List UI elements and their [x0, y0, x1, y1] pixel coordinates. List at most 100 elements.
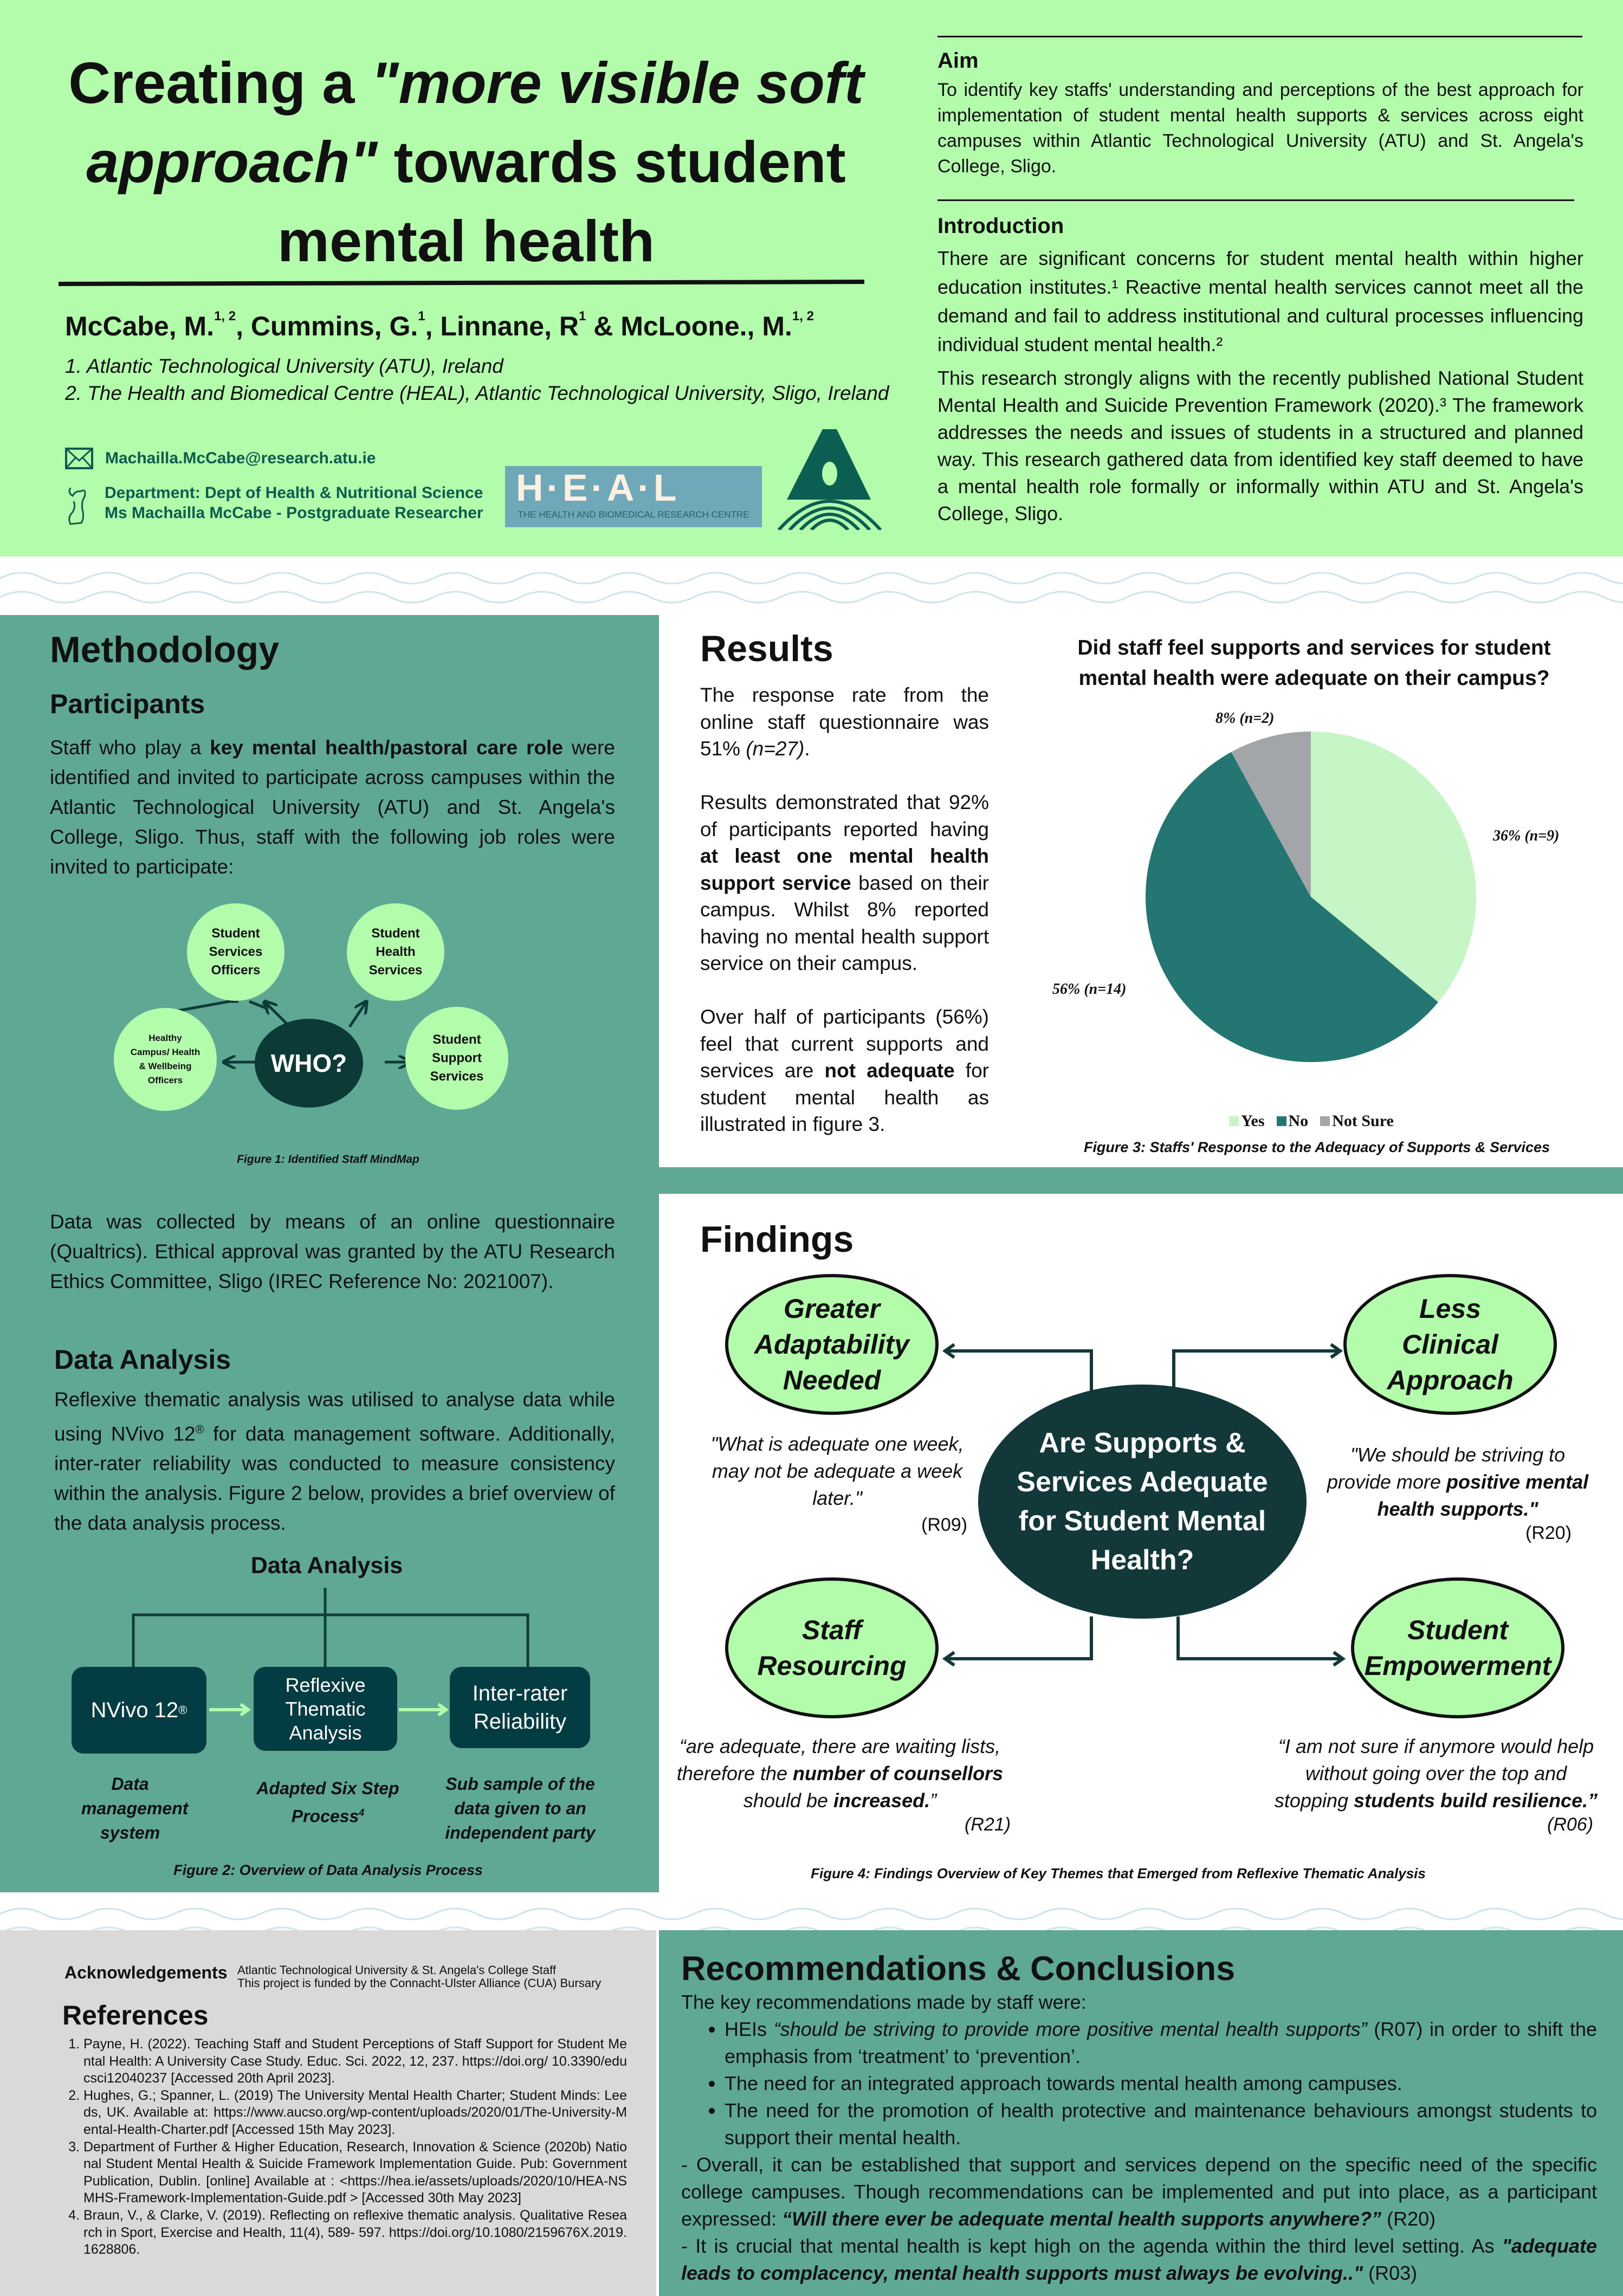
- aim-heading: Aim: [937, 49, 979, 73]
- mail-icon: [65, 448, 93, 469]
- quote-text: "What is adequate one week, may not be a…: [710, 1433, 964, 1509]
- legend-label: Yes: [1241, 1112, 1265, 1130]
- author-sup: 1: [418, 309, 425, 324]
- title-part: "more visible soft: [371, 50, 864, 115]
- legend-item: Not Sure: [1320, 1112, 1394, 1130]
- author: & McLoone., M.: [586, 311, 792, 341]
- title-part: Creating a: [68, 50, 355, 115]
- pie-label-no: 56% (n=14): [1052, 981, 1127, 998]
- affiliation-1: 1. Atlantic Technological University (AT…: [65, 355, 503, 377]
- figure-2-arrows: [209, 1703, 449, 1717]
- author-sup: 1, 2: [214, 309, 236, 324]
- registered-mark: ®: [195, 1422, 204, 1436]
- mindmap-role: Healthy Campus/ Health & Wellbeing Offic…: [114, 1008, 217, 1111]
- recommendations-body: The key recommendations made by staff we…: [681, 1989, 1597, 2287]
- theme-quote: “are adequate, there are waiting lists, …: [672, 1733, 1008, 1814]
- reference-item: Department of Further & Higher Education…: [83, 2139, 627, 2207]
- references-panel: [0, 1930, 656, 2296]
- legend-label: No: [1288, 1112, 1309, 1130]
- respondent-id: (R21): [965, 1814, 1011, 1835]
- step-box: Reflexive Thematic Analysis: [254, 1667, 397, 1751]
- quote-text: “I am not sure if anymore would help wit…: [1274, 1735, 1594, 1812]
- theme-bubble: Less Clinical Approach: [1343, 1274, 1557, 1415]
- references-heading: References: [62, 2000, 209, 2030]
- quote-text-bold: number of counsellors: [793, 1762, 1004, 1784]
- text-run-bold-italic: "adequate leads to complacency, mental h…: [681, 2235, 1597, 2284]
- chart-legend: Yes No Not Sure: [1192, 1112, 1431, 1130]
- text-run: - Overall, it can be established that su…: [681, 2153, 1597, 2230]
- pie-slice-not-sure: [1231, 732, 1311, 897]
- data-collection-text: Data was collected by means of an online…: [50, 1211, 615, 1292]
- figure-3-caption: Figure 3: Staffs' Response to the Adequa…: [1083, 1139, 1550, 1155]
- text-run: Over half of participants (56%) feel tha…: [700, 1006, 989, 1082]
- theme-quote: "We should be striving to provide more p…: [1322, 1441, 1593, 1523]
- introduction-p2: This research strongly aligns with the r…: [937, 367, 1583, 525]
- step-box: NVivo 12®: [72, 1667, 206, 1754]
- mindmap-role: Student Support Services: [405, 1007, 508, 1110]
- heal-logo-subtitle: THE HEALTH AND BIOMEDICAL RESEARCH CENTR…: [518, 509, 749, 520]
- text-run-bold-italic: “Will there ever be adequate mental heal…: [782, 2208, 1382, 2230]
- text-run: HEIs: [725, 2018, 774, 2040]
- acknowledgements-heading: Acknowledgements: [64, 1963, 228, 1982]
- respondent-id: (R06): [1547, 1814, 1594, 1835]
- quote-text: should be: [743, 1789, 834, 1812]
- text-run: (R20): [1381, 2208, 1436, 2230]
- aim-divider: [937, 36, 1582, 37]
- legend-swatch: [1320, 1116, 1330, 1126]
- step-label: NVivo 12: [90, 1698, 179, 1722]
- text-run: Staff who play a: [50, 736, 210, 759]
- quote-text-bold: positive mental health supports.": [1377, 1471, 1589, 1520]
- findings-center-question: Are Supports & Services Adequate for Stu…: [978, 1385, 1307, 1619]
- step-box: Inter-rater Reliability: [450, 1667, 590, 1748]
- wave-divider: [0, 1892, 1623, 1930]
- text-run: (R07) in order to shift the emphasis fro…: [725, 2018, 1597, 2067]
- data-analysis-heading: Data Analysis: [54, 1344, 231, 1375]
- author: McCabe, M.: [65, 311, 215, 341]
- email-row: Machailla.McCabe@research.atu.ie: [65, 448, 376, 469]
- reference-item: Hughes, G.; Spanner, L. (2019) The Unive…: [83, 2087, 627, 2139]
- text-run: - It is crucial that mental health is ke…: [681, 2235, 1502, 2257]
- participants-heading: Participants: [50, 689, 205, 719]
- author-sup: 1: [578, 309, 586, 324]
- email-link[interactable]: Machailla.McCabe@research.atu.ie: [105, 449, 376, 467]
- figure-4-caption: Figure 4: Findings Overview of Key Theme…: [811, 1865, 1426, 1881]
- respondent-id: (R20): [1525, 1523, 1572, 1543]
- recommendations-intro: The key recommendations made by staff we…: [681, 1991, 1087, 2013]
- text-run-italic: (n=27): [746, 738, 805, 760]
- theme-bubble: Greater Adaptability Needed: [725, 1274, 939, 1415]
- legend-swatch: [1276, 1116, 1286, 1126]
- poster-title: Creating a "more visible soft approach" …: [38, 43, 894, 281]
- figure-2-connectors: [132, 1588, 529, 1667]
- aim-text: To identify key staffs' understanding an…: [937, 80, 1583, 177]
- title-part: approach": [86, 129, 378, 195]
- text-run: Reflexive thematic analysis was utilised…: [54, 1388, 615, 1445]
- recommendations-panel: [659, 1930, 1623, 2296]
- recommendation-item: HEIs “should be striving to provide more…: [725, 2016, 1597, 2070]
- figure-1-caption: Figure 1: Identified Staff MindMap: [237, 1153, 419, 1166]
- mindmap-center: WHO?: [255, 1019, 363, 1108]
- pie-slice-yes: [1311, 732, 1476, 1003]
- results-heading: Results: [700, 628, 833, 669]
- text-run: based on their campus. Whilst 8% reporte…: [700, 871, 989, 975]
- acknowledgement-line: This project is funded by the Connacht-U…: [237, 1976, 602, 1990]
- text-run: (R03): [1363, 2262, 1418, 2284]
- step-description: Adapted Six Step Process4: [249, 1776, 406, 1829]
- pie-label-yes: 36% (n=9): [1493, 827, 1560, 844]
- title-part: mental health: [277, 208, 655, 274]
- conclusion-2: - It is crucial that mental health is ke…: [681, 2233, 1597, 2287]
- text-run-italic: “should be striving to provide more posi…: [773, 2018, 1367, 2040]
- quote-text-bold: students build resilience.”: [1354, 1789, 1598, 1812]
- author-sup: 1, 2: [792, 309, 814, 324]
- author: , Linnane, R: [425, 311, 579, 341]
- figure-2-caption: Figure 2: Overview of Data Analysis Proc…: [173, 1862, 483, 1878]
- quote-text: ”: [930, 1789, 937, 1812]
- acknowledgement-line: Atlantic Technological University & St. …: [237, 1963, 556, 1977]
- theme-quote: “I am not sure if anymore would help wit…: [1268, 1733, 1604, 1814]
- conclusion-1: - Overall, it can be established that su…: [681, 2151, 1597, 2233]
- recommendations-heading: Recommendations & Conclusions: [681, 1950, 1236, 1988]
- footnote-ref: 4: [359, 1807, 365, 1818]
- pie-slice-no: [1145, 752, 1439, 1062]
- step-description: Data management system: [81, 1774, 189, 1842]
- quote-text-bold: increased.: [833, 1789, 930, 1812]
- theme-bubble: Staff Resourcing: [725, 1577, 939, 1718]
